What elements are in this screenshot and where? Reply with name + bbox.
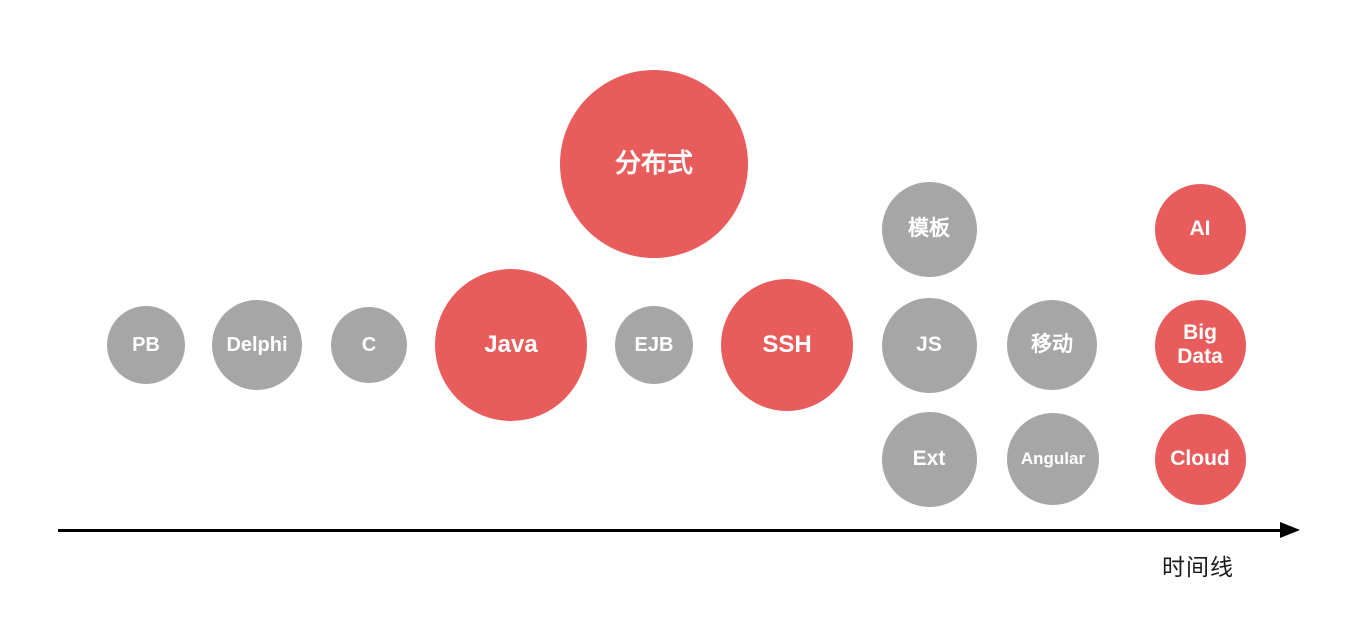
timeline-axis xyxy=(58,522,1300,538)
bubble-ai[interactable]: AI xyxy=(1154,183,1246,275)
timeline-axis-label: 时间线 xyxy=(1162,554,1234,580)
bubble-java[interactable]: Java xyxy=(435,269,587,421)
bubble-分布式[interactable]: 分布式 xyxy=(560,70,748,258)
bubble-pb[interactable]: PB xyxy=(107,306,185,384)
bubble-big-data[interactable]: Big Data xyxy=(1154,299,1246,391)
bubble-ssh[interactable]: SSH xyxy=(721,279,853,411)
bubble-移动[interactable]: 移动 xyxy=(1007,300,1097,390)
timeline-axis-line xyxy=(58,529,1285,532)
bubble-delphi[interactable]: Delphi xyxy=(212,300,302,390)
bubble-c[interactable]: C xyxy=(331,307,407,383)
bubble-angular[interactable]: Angular xyxy=(1007,413,1099,505)
arrow-right-icon xyxy=(1280,522,1300,538)
bubble-js[interactable]: JS xyxy=(881,297,977,393)
bubble-ejb[interactable]: EJB xyxy=(615,306,693,384)
bubble-模板[interactable]: 模板 xyxy=(881,181,977,277)
bubble-cloud[interactable]: Cloud xyxy=(1154,413,1246,505)
bubble-ext[interactable]: Ext xyxy=(881,411,977,507)
